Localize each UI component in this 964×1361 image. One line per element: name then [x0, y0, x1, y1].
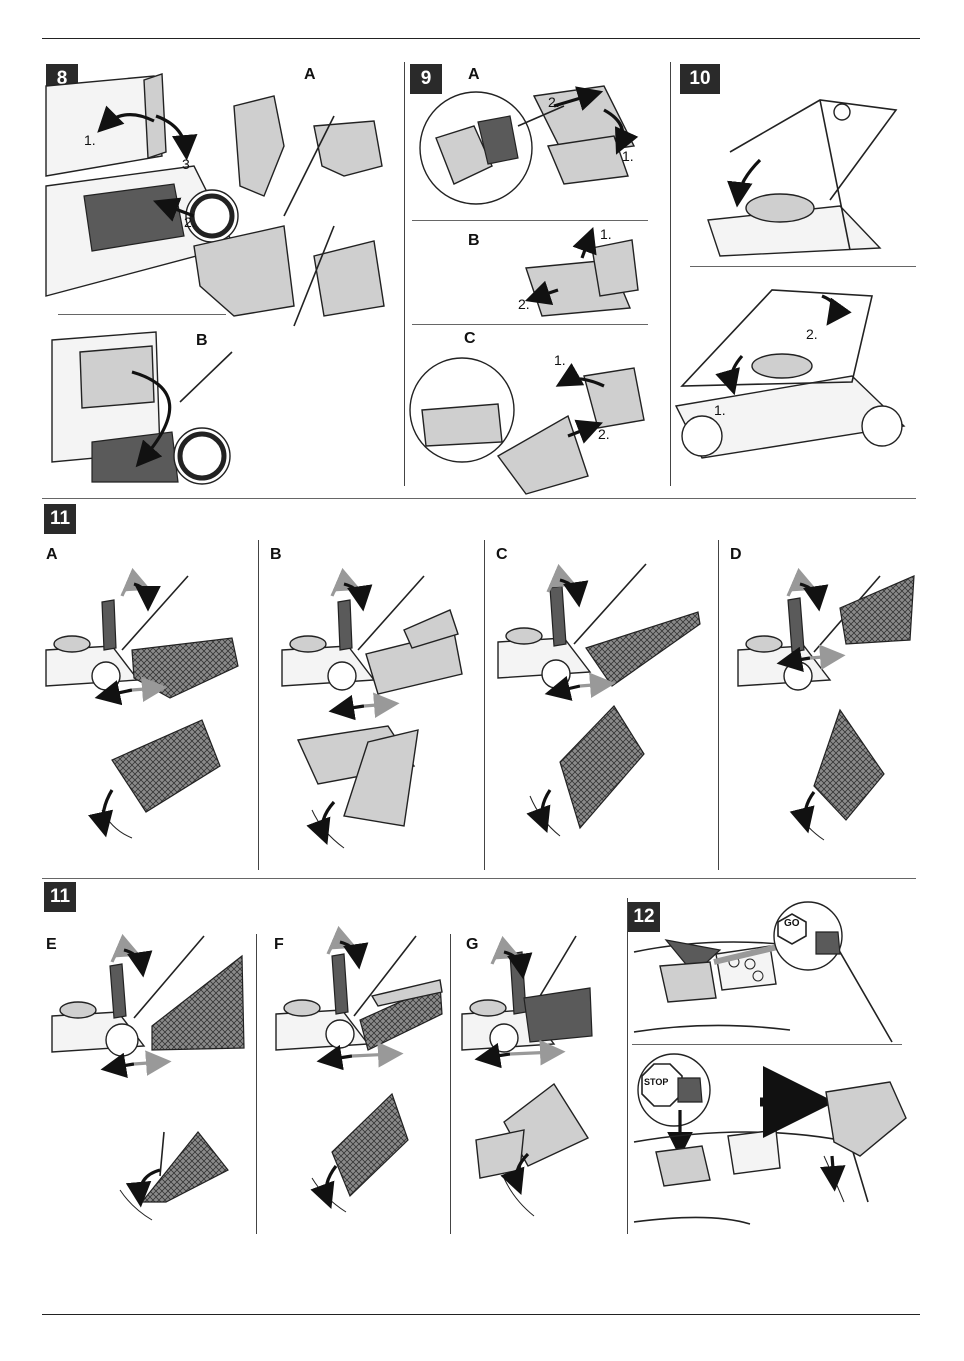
figure-9b-step-2: 2.: [518, 296, 530, 312]
top-rule: [42, 38, 920, 39]
figure-9b-divider: [412, 324, 648, 325]
figure-8a-step-2: 2.: [184, 214, 196, 230]
figure-8a-illustration: [44, 66, 400, 322]
figure-10-step-1: 1.: [714, 402, 726, 418]
figure-11-bottom-badge: 11: [44, 882, 76, 912]
figure-11-divider-fg: [450, 934, 451, 1234]
figure-11-divider-ef: [256, 934, 257, 1234]
figure-9b-label: B: [468, 232, 480, 250]
figure-9a-step-2: 2.: [548, 94, 560, 110]
figure-11d-illustration: [734, 570, 916, 858]
column-divider-8-9: [404, 62, 405, 486]
figure-11a-label: A: [46, 546, 58, 564]
figure-9c-step-2: 2.: [598, 426, 610, 442]
figure-12-bottom-illustration: [630, 1052, 916, 1232]
figure-11-divider-ab: [258, 540, 259, 870]
bottom-rule: [42, 1314, 920, 1315]
figure-11a-illustration: [42, 570, 252, 858]
figure-12-divider: [632, 1044, 902, 1045]
figure-11f-illustration: [272, 934, 448, 1230]
figure-9c-step-1: 1.: [554, 352, 566, 368]
row-divider-2: [42, 878, 916, 879]
figure-8-divider: [58, 314, 226, 315]
figure-11d-label: D: [730, 546, 742, 564]
column-divider-9-10: [670, 62, 671, 486]
figure-10-top-illustration: [700, 80, 916, 256]
figure-10-bottom-illustration: [672, 276, 916, 460]
figure-11b-illustration: [278, 570, 478, 858]
figure-11c-illustration: [494, 562, 710, 858]
figure-8a-step-3: 3: [182, 156, 190, 172]
figure-9c-illustration: [408, 346, 656, 494]
figure-10-step-2: 2.: [806, 326, 818, 342]
go-sign-label: GO: [784, 918, 800, 929]
figure-9b-step-1: 1.: [600, 226, 612, 242]
stop-sign-label: STOP: [644, 1077, 668, 1087]
figure-12-top-illustration: [630, 902, 916, 1044]
figure-11b-label: B: [270, 546, 282, 564]
figure-11g-illustration: [458, 934, 622, 1230]
figure-8a-step-1: 1.: [84, 132, 96, 148]
figure-11-divider-bc: [484, 540, 485, 870]
column-divider-11-12: [627, 898, 628, 1234]
figure-8b-illustration: [52, 332, 252, 484]
figure-11-top-badge: 11: [44, 504, 76, 534]
figure-9a-illustration: [414, 66, 646, 216]
figure-11e-illustration: [48, 936, 252, 1232]
figure-11-divider-cd: [718, 540, 719, 870]
figure-9a-divider: [412, 220, 648, 221]
row-divider-1: [42, 498, 916, 499]
figure-9a-step-1: 1.: [622, 148, 634, 164]
figure-10-divider: [690, 266, 916, 267]
figure-9b-illustration: [520, 224, 644, 320]
